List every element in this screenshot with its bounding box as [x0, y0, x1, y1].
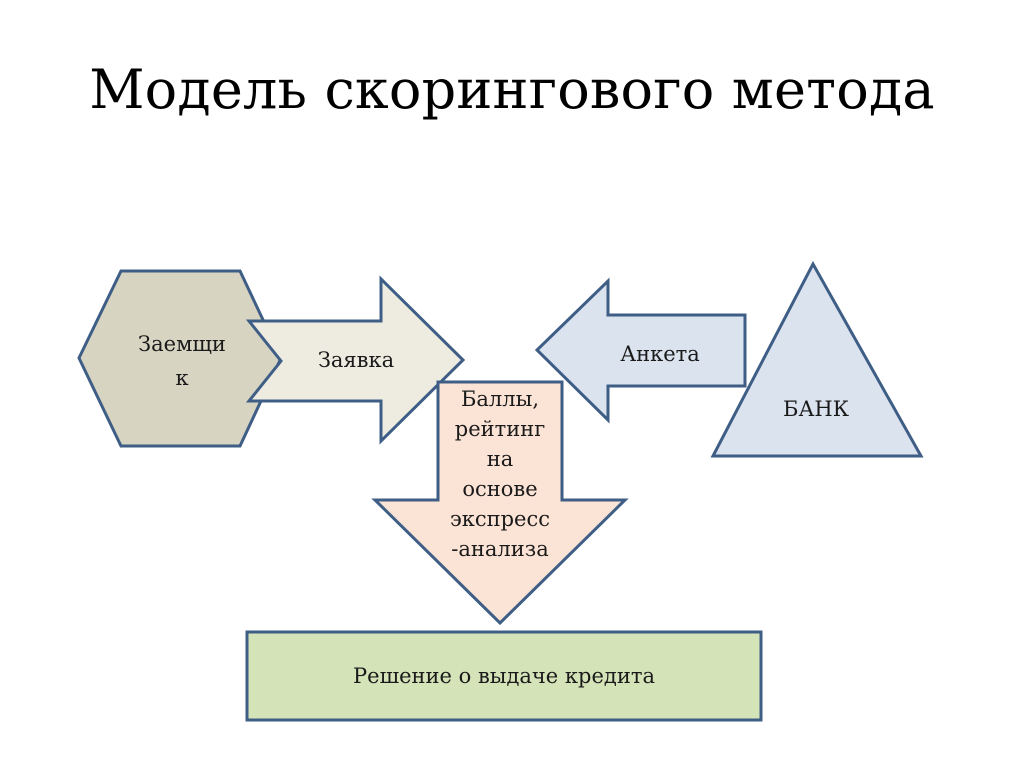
slide-title: Модель скорингового метода: [89, 58, 935, 121]
decision-box: [245, 630, 763, 722]
scoring-label-line-5: экспресс: [449, 507, 551, 531]
scoring-label-line-4: основе: [462, 477, 538, 501]
borrower-label-line-2: к: [175, 366, 189, 390]
borrower-hexagon: [77, 269, 283, 448]
scoring-label-line-1: Баллы,: [460, 387, 540, 411]
decision-label: Решение о выдаче кредита: [353, 664, 655, 688]
application-arrow: [245, 275, 466, 445]
bank-label: БАНК: [783, 397, 849, 421]
scoring-label-line-6: -анализа: [451, 537, 549, 561]
application-label: Заявка: [317, 348, 395, 372]
scoring-down-arrow: [371, 380, 629, 626]
scoring-label-line-3: на: [486, 447, 514, 471]
borrower-label-line-1: Заемщи: [138, 332, 226, 356]
borrower-label: Заемщи к: [108, 327, 256, 395]
scoring-label: Баллы, рейтинг на основе экспресс -анали…: [438, 384, 562, 564]
scoring-label-line-2: рейтинг: [454, 417, 546, 441]
questionnaire-label: Анкета: [620, 342, 700, 366]
bank-triangle: [710, 260, 924, 458]
questionnaire-arrow: [534, 277, 747, 424]
